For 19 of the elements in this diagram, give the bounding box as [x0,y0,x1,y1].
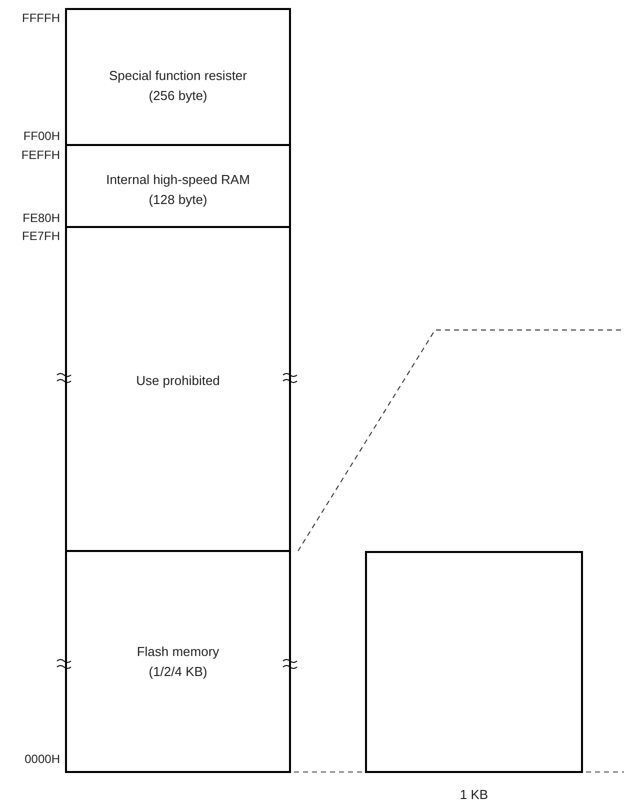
memory-region [65,551,291,773]
region-label: (128 byte) [148,191,208,209]
region-label: Internal high-speed RAM [106,171,250,189]
address-label: FEFFH [21,148,60,162]
size-label: 1 KB [458,786,490,804]
address-label: 0000H [24,752,60,766]
region-label: (256 byte) [148,87,208,105]
address-label: FE7FH [22,229,60,243]
region-label: Special function resister [108,67,247,85]
memory-region [65,227,291,552]
memory-region [65,8,291,146]
address-label: FE80H [22,211,60,225]
address-label: FFFFH [22,11,60,25]
region-label: (1/2/4 KB) [148,663,208,681]
address-label: FF00H [23,129,60,143]
memory-block [365,551,583,773]
region-label: Flash memory [136,643,220,661]
memory-region [65,145,291,228]
region-label: Use prohibited [136,372,220,390]
